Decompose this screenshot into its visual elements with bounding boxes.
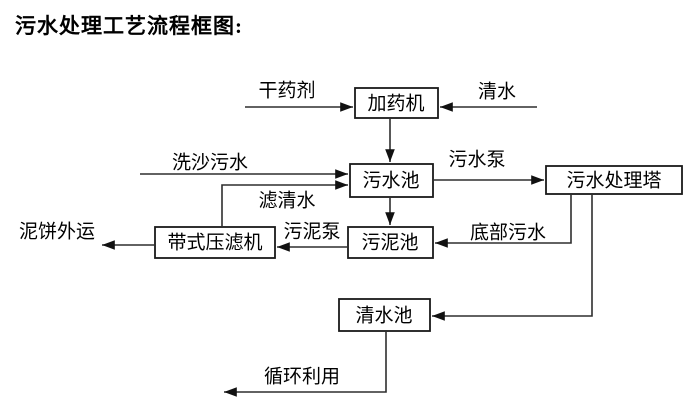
- node-label-clean-water-pool: 清水池: [355, 305, 412, 327]
- flow-label-filtered-water: 滤清水: [258, 190, 315, 212]
- node-sludge-pool: 污泥池: [347, 226, 434, 259]
- flow-bottom-sewage: 底部污水: [435, 194, 572, 248]
- flow-sand-washing-sewage: 洗沙污水: [140, 152, 348, 179]
- node-box-clean-water-pool: [338, 298, 431, 332]
- arrow-bottom-sewage: [435, 194, 572, 248]
- flow-label-clean-water-in: 清水: [478, 81, 516, 103]
- arrow-filtered-water: [221, 180, 348, 227]
- flow-mud-cake-out: 泥饼外运: [19, 221, 155, 250]
- arrow-recycle: [224, 331, 387, 397]
- node-clean-water-pool: 清水池: [338, 298, 431, 332]
- flow-label-mud-cake-out: 泥饼外运: [19, 221, 95, 243]
- node-box-dosing-machine: [354, 87, 439, 119]
- node-label-sludge-pool: 污泥池: [361, 232, 418, 254]
- node-box-treatment-tower: [545, 165, 683, 195]
- node-box-sewage-pool: [349, 163, 434, 198]
- flow-recycle: 循环利用: [224, 331, 387, 397]
- flow-label-sludge-pump: 污泥泵: [283, 221, 340, 243]
- node-dosing-machine: 加药机: [354, 87, 439, 119]
- node-label-treatment-tower: 污水处理塔: [566, 170, 661, 192]
- page-title: 污水处理工艺流程框图:: [15, 14, 243, 38]
- node-label-belt-filter-press: 带式压滤机: [167, 232, 262, 254]
- node-treatment-tower: 污水处理塔: [545, 165, 683, 195]
- flow-label-bottom-sewage: 底部污水: [470, 222, 546, 244]
- flow-filtered-water: 滤清水: [221, 180, 348, 227]
- flow-sewage-pump: 污水泵: [433, 149, 544, 185]
- node-sewage-pool: 污水池: [349, 163, 434, 198]
- flow-label-sewage-pump: 污水泵: [448, 149, 505, 171]
- flow-dry-agent: 干药剂: [245, 80, 353, 112]
- node-belt-filter-press: 带式压滤机: [154, 226, 276, 259]
- flow-label-recycle: 循环利用: [264, 366, 340, 388]
- arrow-tower-to-clean-water: [432, 194, 593, 321]
- node-box-sludge-pool: [347, 226, 434, 259]
- flow-clean-water-in: 清水: [440, 81, 537, 112]
- flow-label-sand-washing-sewage: 洗沙污水: [172, 152, 248, 174]
- flow-sludge-pump: 污泥泵: [277, 221, 348, 252]
- node-box-belt-filter-press: [154, 226, 276, 259]
- flow-label-dry-agent: 干药剂: [258, 80, 315, 102]
- node-label-dosing-machine: 加药机: [367, 93, 424, 115]
- flow-tower-to-clean-water: [432, 194, 593, 321]
- node-label-sewage-pool: 污水池: [362, 170, 419, 192]
